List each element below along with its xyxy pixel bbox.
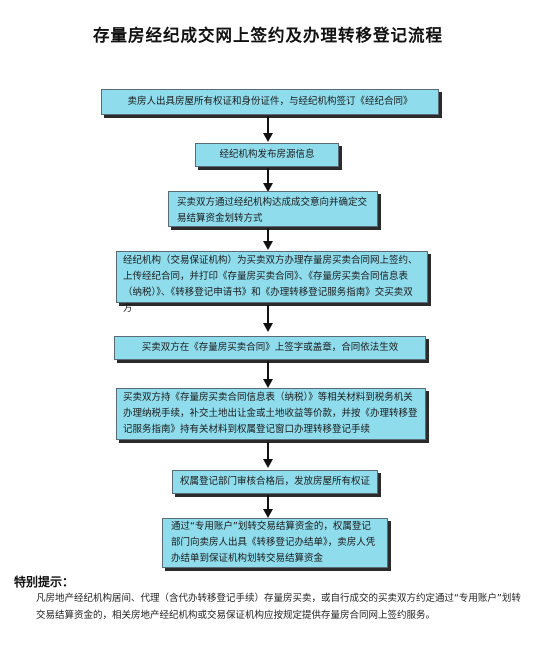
flow-step-5: 买卖双方在《存量房买卖合同》上签字或盖章，合同依法生效: [114, 336, 426, 360]
flow-step-8: 通过“专用账户”划转交易结算资金的，权属登记部门向卖房人出具《转移登记办结单》，…: [162, 518, 388, 568]
flow-step-2: 经纪机构发布房源信息: [195, 143, 339, 167]
flow-step-6: 买卖双方持《存量房买卖合同信息表（纳税）》等相关材料到税务机关办理纳税手续，补交…: [116, 388, 426, 440]
note-heading: 特别提示：: [14, 575, 75, 589]
flow-step-3: 买卖双方通过经纪机构达成成交意向并确定交易结算资金划转方式: [168, 191, 378, 227]
flow-step-4: 经纪机构（交易保证机构）为买卖双方办理存量房买卖合同网上签约、上传经纪合同，并打…: [116, 251, 428, 314]
flow-step-7: 权属登记部门审核合格后，发放房屋所有权证: [172, 470, 378, 494]
page-title: 存量房经纪成交网上签约及办理转移登记流程: [93, 26, 443, 45]
note-text: 凡房地产经纪机构居间、代理（含代办转移登记手续）存量房买卖，或自行成交的买卖双方…: [36, 593, 521, 621]
flow-step-1: 卖房人出具房屋所有权证和身份证件，与经纪机构签订《经纪合同》: [101, 89, 439, 115]
